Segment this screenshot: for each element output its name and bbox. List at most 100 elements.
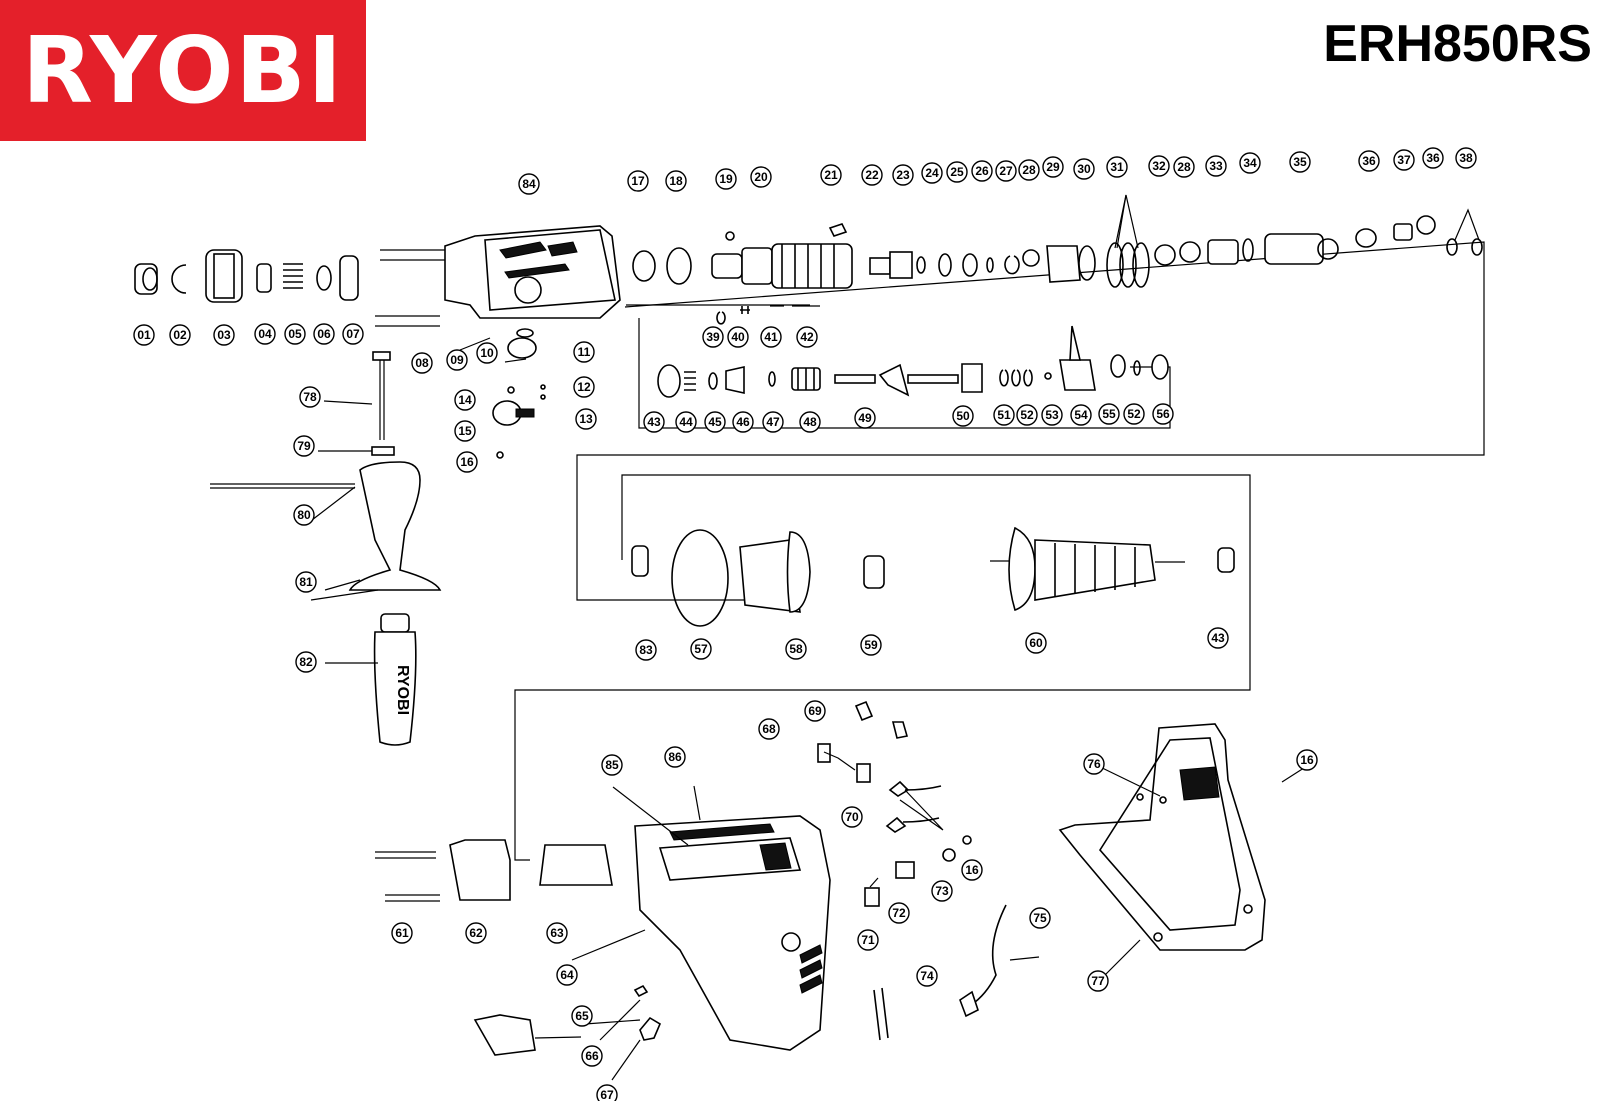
callout-17: 17 — [627, 170, 649, 192]
svg-text:74: 74 — [920, 969, 934, 983]
callout-42: 42 — [796, 326, 818, 348]
callout-09: 09 — [446, 349, 468, 371]
callout-40: 40 — [727, 326, 749, 348]
svg-text:26: 26 — [975, 164, 989, 178]
svg-text:04: 04 — [258, 327, 272, 341]
svg-text:16: 16 — [460, 455, 474, 469]
callout-02: 02 — [169, 324, 191, 346]
callout-47: 47 — [762, 411, 784, 433]
svg-text:66: 66 — [585, 1049, 599, 1063]
callout-67: 67 — [596, 1084, 618, 1101]
callout-34: 34 — [1239, 152, 1261, 174]
svg-text:20: 20 — [754, 170, 768, 184]
callout-28-repeat-2: 28 — [1173, 156, 1195, 178]
svg-text:03: 03 — [217, 328, 231, 342]
parts-row-1 — [134, 215, 1483, 327]
svg-text:16: 16 — [965, 863, 979, 877]
callout-28: 28 — [1018, 159, 1040, 181]
callout-35: 35 — [1289, 151, 1311, 173]
callout-61: 61 — [391, 922, 413, 944]
callout-22: 22 — [861, 164, 883, 186]
svg-text:12: 12 — [577, 380, 591, 394]
callout-53: 53 — [1041, 404, 1063, 426]
callout-29: 29 — [1042, 156, 1064, 178]
callout-08: 08 — [411, 352, 433, 374]
svg-text:36: 36 — [1362, 154, 1376, 168]
callout-18: 18 — [665, 170, 687, 192]
callout-32: 32 — [1148, 155, 1170, 177]
callout-48: 48 — [799, 411, 821, 433]
svg-text:62: 62 — [469, 926, 483, 940]
svg-text:05: 05 — [288, 327, 302, 341]
svg-text:43: 43 — [647, 415, 661, 429]
svg-text:35: 35 — [1293, 155, 1307, 169]
callout-07: 07 — [342, 323, 364, 345]
svg-text:24: 24 — [925, 166, 939, 180]
svg-text:11: 11 — [578, 345, 591, 359]
svg-text:57: 57 — [694, 642, 708, 656]
callout-82: 82 — [295, 651, 317, 673]
svg-text:56: 56 — [1156, 407, 1170, 421]
callout-38: 38 — [1455, 147, 1477, 169]
svg-text:25: 25 — [950, 165, 964, 179]
svg-text:27: 27 — [999, 164, 1013, 178]
callout-46: 46 — [732, 411, 754, 433]
callout-77: 77 — [1087, 970, 1109, 992]
svg-text:28: 28 — [1177, 160, 1191, 174]
svg-text:39: 39 — [706, 330, 720, 344]
callout-04: 04 — [254, 323, 276, 345]
callout-57: 57 — [690, 638, 712, 660]
callout-37: 37 — [1393, 149, 1415, 171]
callout-71: 71 — [857, 929, 879, 951]
svg-text:69: 69 — [808, 704, 822, 718]
callout-26: 26 — [971, 160, 993, 182]
svg-text:72: 72 — [892, 906, 906, 920]
callout-62: 62 — [465, 922, 487, 944]
svg-text:53: 53 — [1045, 408, 1059, 422]
svg-text:77: 77 — [1091, 974, 1105, 988]
svg-text:59: 59 — [864, 638, 878, 652]
svg-text:83: 83 — [639, 643, 653, 657]
callout-01: 01 — [133, 324, 155, 346]
callout-81: 81 — [295, 571, 317, 593]
callout-16-repeat-1: 16 — [1296, 749, 1318, 771]
svg-text:31: 31 — [1110, 160, 1124, 174]
callout-69: 69 — [804, 700, 826, 722]
model-number: ERH850RS — [1323, 15, 1592, 73]
svg-text:16: 16 — [1300, 753, 1314, 767]
svg-text:63: 63 — [550, 926, 564, 940]
svg-text:48: 48 — [803, 415, 817, 429]
housing-assembly — [375, 815, 831, 1056]
svg-text:19: 19 — [719, 172, 733, 186]
svg-text:06: 06 — [317, 327, 331, 341]
callout-72: 72 — [888, 902, 910, 924]
callout-75: 75 — [1029, 907, 1051, 929]
svg-text:80: 80 — [297, 508, 311, 522]
svg-text:81: 81 — [299, 575, 313, 589]
svg-text:68: 68 — [762, 722, 776, 736]
callout-85: 85 — [601, 754, 623, 776]
svg-text:65: 65 — [575, 1009, 589, 1023]
svg-text:32: 32 — [1152, 159, 1166, 173]
callout-20: 20 — [750, 166, 772, 188]
callout-63: 63 — [546, 922, 568, 944]
svg-text:58: 58 — [789, 642, 803, 656]
svg-text:34: 34 — [1243, 156, 1257, 170]
side-handle — [210, 351, 442, 746]
svg-text:46: 46 — [736, 415, 750, 429]
connector-lines — [514, 241, 1485, 861]
svg-text:43: 43 — [1211, 631, 1225, 645]
callout-36-repeat-3: 36 — [1422, 147, 1444, 169]
callout-66: 66 — [581, 1045, 603, 1067]
callout-39: 39 — [702, 326, 724, 348]
callout-05: 05 — [284, 323, 306, 345]
svg-text:55: 55 — [1102, 407, 1116, 421]
callout-74: 74 — [916, 965, 938, 987]
ryobi-logo: RYOBI — [0, 0, 366, 141]
callout-76: 76 — [1083, 753, 1105, 775]
callout-49: 49 — [854, 407, 876, 429]
svg-text:54: 54 — [1074, 408, 1088, 422]
svg-text:21: 21 — [824, 168, 838, 182]
callout-56: 56 — [1152, 403, 1174, 425]
svg-text:47: 47 — [766, 415, 780, 429]
